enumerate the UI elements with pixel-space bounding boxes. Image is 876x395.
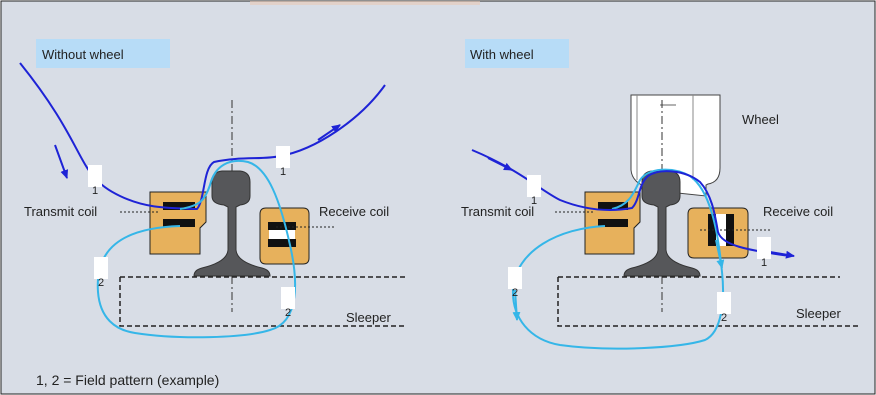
right-sleeper-label: Sleeper xyxy=(796,306,841,321)
left-transmit-coil-top xyxy=(163,202,195,210)
left-receive-coil-top xyxy=(268,222,296,230)
left-tag-1b: 1 xyxy=(280,166,286,178)
right-receive-label: Receive coil xyxy=(763,204,833,219)
left-tag-2b-box xyxy=(281,287,295,309)
right-tag-1b: 1 xyxy=(761,257,767,269)
right-tag-2a: 2 xyxy=(512,287,518,299)
left-receive-coil-core xyxy=(269,230,295,239)
left-tag-2b: 2 xyxy=(285,307,291,319)
right-field-line-2 xyxy=(511,168,725,350)
left-tag-1a-box xyxy=(88,165,102,187)
right-transmit-label: Transmit coil xyxy=(461,204,534,219)
right-tag-2b: 2 xyxy=(721,312,727,324)
left-tag-2a: 2 xyxy=(98,277,104,289)
right-title: With wheel xyxy=(470,47,534,62)
right-field-arrow-1a xyxy=(769,250,795,259)
left-sleeper-outline xyxy=(119,276,408,327)
right-transmit-coil-top xyxy=(598,202,628,210)
right-field-arrow-2b xyxy=(512,289,521,321)
left-transmit-coil-bottom xyxy=(163,219,195,227)
left-field-arrow-1a xyxy=(54,144,69,179)
right-tag-2b-box xyxy=(717,292,731,314)
left-transmit-label: Transmit coil xyxy=(24,204,97,219)
left-tag-1b-box xyxy=(276,146,290,168)
legend-text: 1, 2 = Field pattern (example) xyxy=(36,372,219,388)
left-rail xyxy=(193,170,271,277)
left-receive-coil-bottom xyxy=(268,239,296,247)
left-tag-1a: 1 xyxy=(92,185,98,197)
top-decoration xyxy=(250,1,480,5)
right-sleeper-outline xyxy=(557,276,858,327)
left-title: Without wheel xyxy=(42,47,124,62)
wheel-label: Wheel xyxy=(742,112,779,127)
right-title-box xyxy=(465,39,569,68)
left-receive-label: Receive coil xyxy=(319,204,389,219)
right-tag-1a-box xyxy=(527,175,541,197)
left-title-box xyxy=(36,39,170,68)
left-field-arrow-1b xyxy=(317,124,341,141)
right-tag-2a-box xyxy=(508,267,522,289)
left-tag-2a-box xyxy=(94,257,108,279)
right-field-arrow-2a xyxy=(715,239,725,269)
right-panel: With wheel Wheel Transmit coil Receive c… xyxy=(461,39,858,350)
left-field-line-2 xyxy=(96,160,297,339)
left-sleeper-label: Sleeper xyxy=(346,310,391,325)
right-tag-1b-box xyxy=(757,237,771,259)
right-field-line-1 xyxy=(471,149,791,257)
right-transmit-coil-bottom xyxy=(598,219,628,227)
right-tag-1a: 1 xyxy=(531,195,537,207)
right-field-arrow-1b xyxy=(487,157,513,171)
left-panel: Without wheel Transmit coil Receive coil… xyxy=(19,39,408,339)
